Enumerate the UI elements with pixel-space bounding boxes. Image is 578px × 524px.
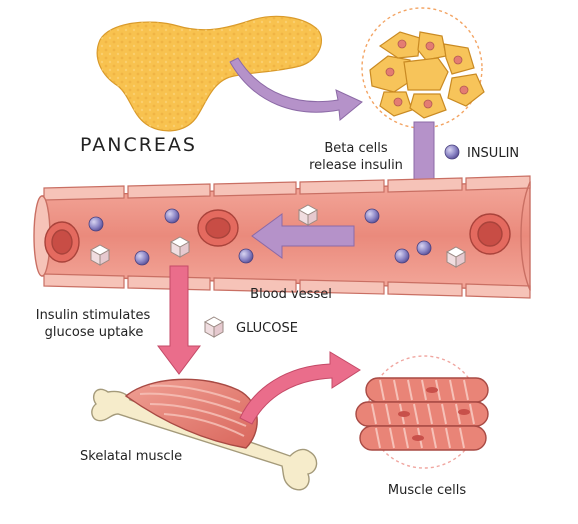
insulin-legend-label: INSULIN xyxy=(467,146,520,161)
bone xyxy=(91,388,318,491)
pancreas-label: PANCREAS xyxy=(80,134,197,156)
beta-cells-cluster xyxy=(361,7,485,129)
muscle-to-cells-arrow xyxy=(239,351,361,425)
pancreas-to-beta-arrow xyxy=(229,57,363,121)
skeletal-muscle xyxy=(124,378,258,449)
skeletal-muscle-label: Skelatal muscle xyxy=(80,449,183,464)
stimulates-label-line2: glucose uptake xyxy=(44,325,144,340)
muscle-cells-illustration xyxy=(355,355,489,469)
beta-cells-label-line1: Beta cells xyxy=(324,141,388,156)
glucose-legend-icon xyxy=(203,316,225,338)
beta-cells-label-line2: release insulin xyxy=(309,158,403,173)
glucose-molecules xyxy=(89,204,467,268)
insulin-molecules xyxy=(88,208,432,266)
muscle-cells-label: Muscle cells xyxy=(387,483,467,498)
blood-vessel-label: Blood vessel xyxy=(250,287,332,302)
glucose-legend-label: GLUCOSE xyxy=(236,321,298,336)
red-blood-cells xyxy=(44,209,511,263)
pancreas-illustration xyxy=(96,15,322,132)
stimulates-label-line1: Insulin stimulates xyxy=(35,308,151,323)
insulin-legend-icon xyxy=(444,144,460,160)
insulin-flow-arrow xyxy=(251,213,355,259)
uptake-down-arrow xyxy=(157,265,201,375)
